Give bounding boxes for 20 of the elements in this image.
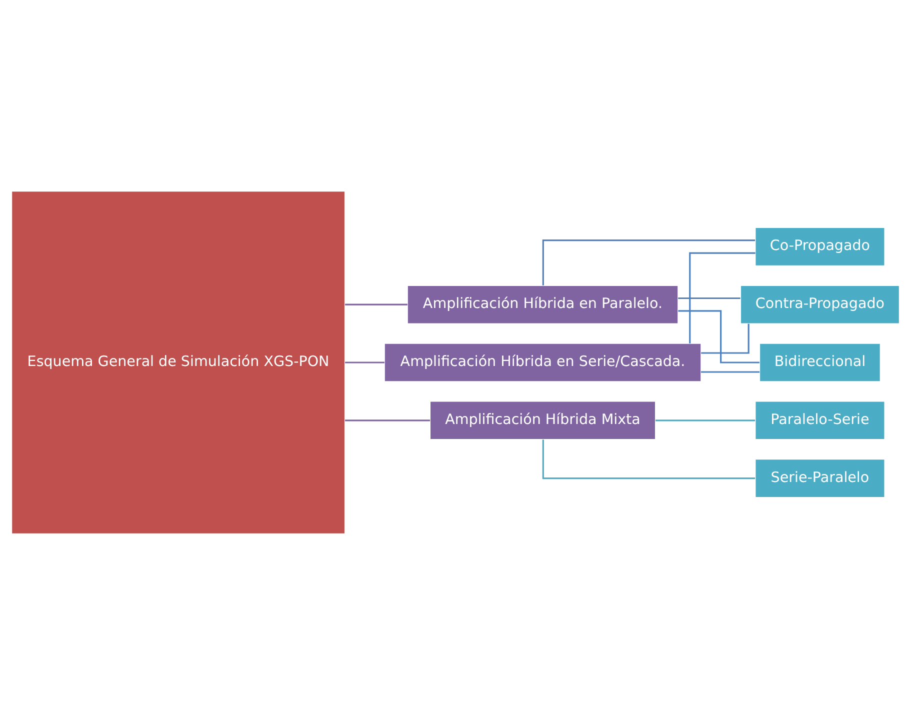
node-box: Bidireccional (759, 343, 881, 382)
node-box: Amplificación Híbrida en Serie/Cascada. (384, 343, 702, 382)
connector (542, 240, 756, 286)
connector (689, 252, 756, 344)
node-box: Contra-Propagado (740, 285, 900, 324)
connector (678, 310, 760, 364)
connector (701, 371, 760, 373)
node-box: Co-Propagado (754, 227, 885, 266)
connector (678, 297, 740, 300)
connector (345, 304, 408, 306)
node-box: Paralelo-Serie (754, 400, 885, 440)
node-box: Serie-Paralelo (754, 458, 885, 498)
node-box: Amplificación Híbrida en Paralelo. (407, 285, 678, 324)
node-box: Amplificación Híbrida Mixta (430, 400, 656, 440)
connector (656, 420, 756, 422)
connector (345, 362, 384, 364)
connector (701, 324, 750, 354)
connector (542, 440, 756, 480)
node-box: Esquema General de Simulación XGS-PON (11, 190, 346, 534)
connector (345, 420, 430, 422)
